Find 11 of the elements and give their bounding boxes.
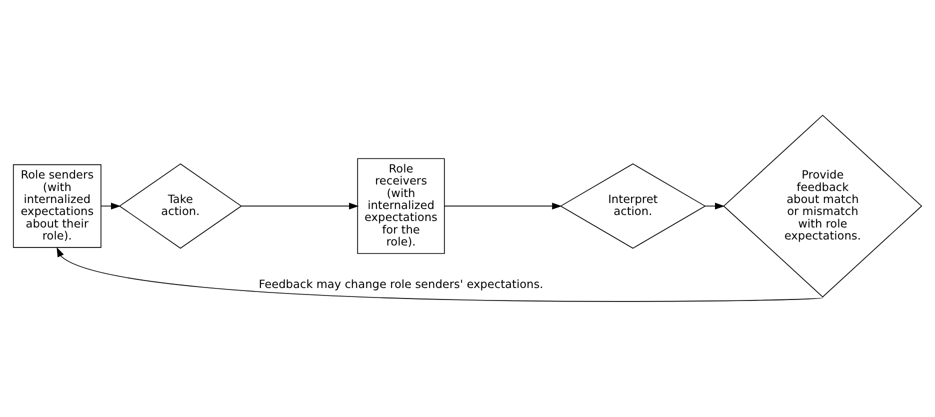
edge-label: Feedback may change role senders' expectations. bbox=[258, 277, 544, 292]
node-box: Role receivers (with internalized expectations for the role). bbox=[357, 158, 445, 254]
arrow bbox=[56, 247, 824, 302]
arrow bbox=[444, 202, 562, 210]
arrow bbox=[240, 202, 359, 210]
node-box: Role senders (with internalized expectations about their role). bbox=[12, 164, 102, 248]
node-diamond: Provide feedback about match or mismatch with role expectations. bbox=[723, 114, 922, 298]
node-diamond: Take action. bbox=[118, 163, 242, 249]
arrow bbox=[100, 202, 121, 210]
node-diamond: Interpret action. bbox=[560, 163, 706, 249]
arrow bbox=[704, 202, 725, 210]
